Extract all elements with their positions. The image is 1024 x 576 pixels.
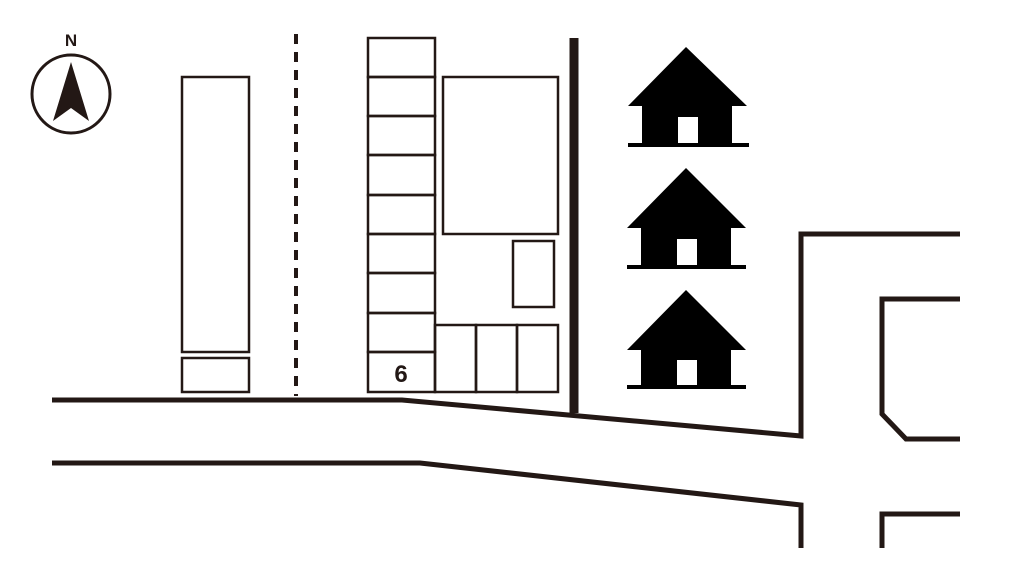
compass: N (30, 31, 112, 135)
roads (52, 231, 960, 548)
parking-space (366, 311, 437, 354)
road-corner-lower (879, 511, 960, 548)
parking-column (366, 36, 437, 394)
north-arrow-icon (53, 62, 89, 121)
parking-space-number: 6 (394, 361, 407, 388)
parking-space (474, 323, 519, 394)
parking-space (366, 193, 437, 236)
house-icon (627, 290, 746, 389)
house-icon (627, 168, 746, 269)
main-building (441, 75, 560, 236)
road-south-edge (52, 460, 804, 548)
parking-space (366, 114, 437, 157)
road-corner-block (879, 296, 960, 442)
parking-space (366, 271, 437, 315)
parking-space (366, 153, 437, 197)
house-icon (628, 47, 749, 147)
parking-row-bottom (433, 323, 560, 394)
left-building-main (180, 75, 251, 354)
left-building (180, 75, 251, 394)
parking-space (366, 75, 437, 118)
left-building-annex (180, 356, 251, 394)
parking-space (366, 36, 437, 79)
compass-ring (30, 53, 112, 135)
parking-space (366, 232, 437, 275)
parking-space (433, 323, 478, 394)
road-north-edge (52, 231, 960, 439)
small-structure (511, 239, 556, 309)
parking-space (515, 323, 560, 394)
north-label: N (65, 31, 77, 50)
